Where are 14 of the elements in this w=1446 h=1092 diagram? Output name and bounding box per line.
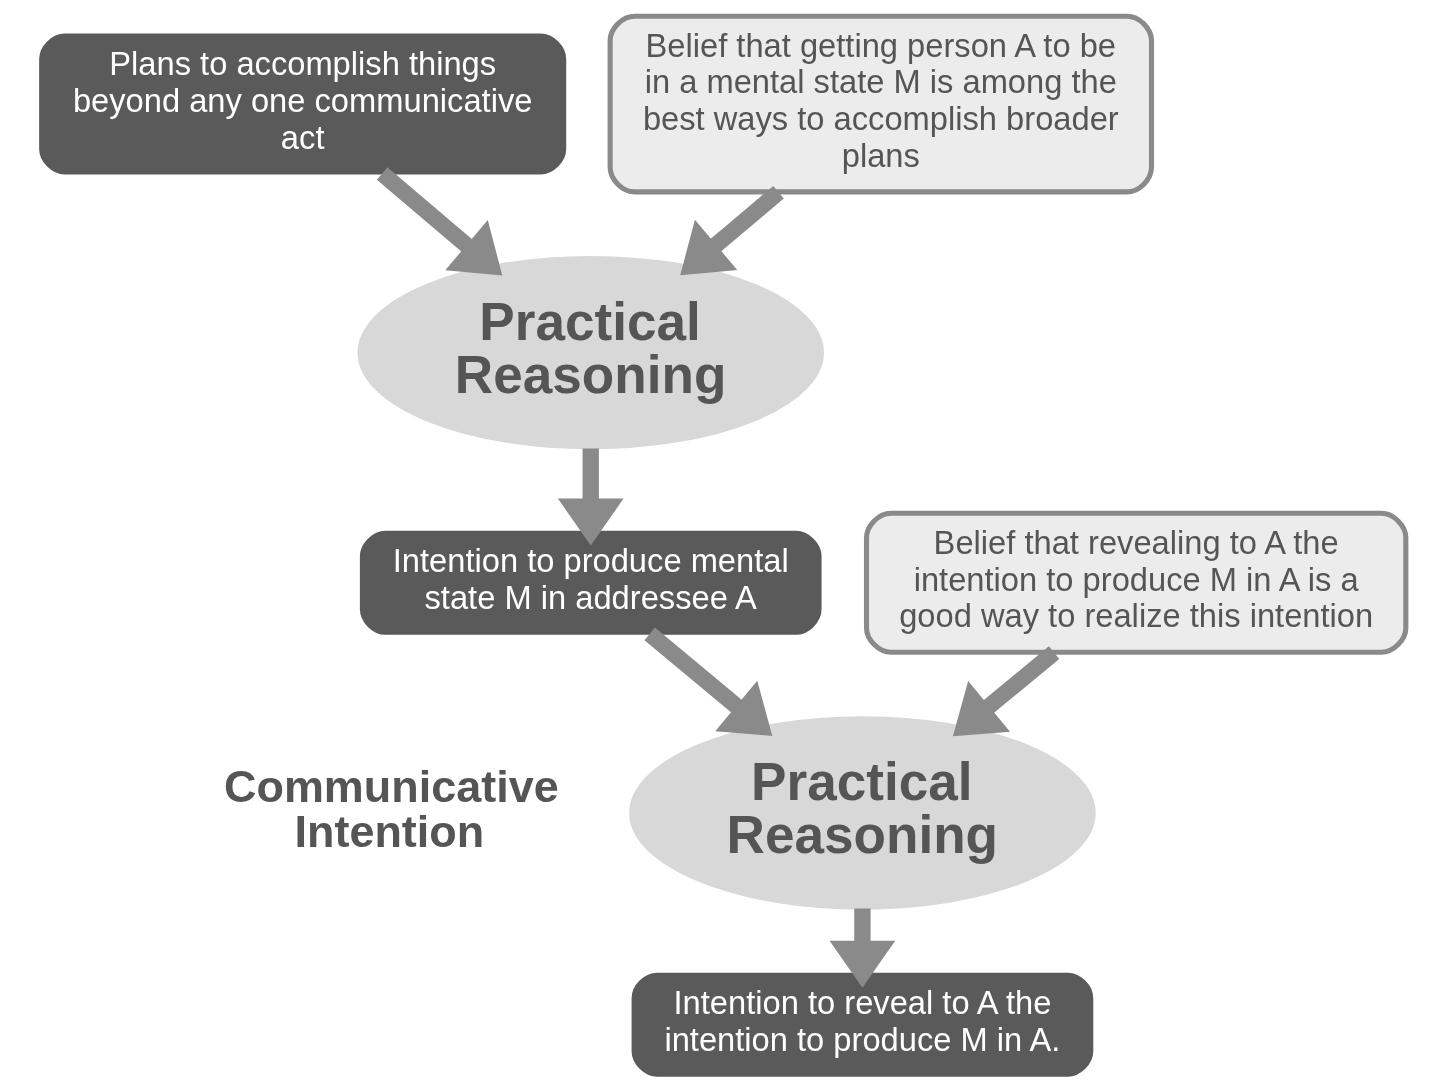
- arrow: [829, 908, 896, 988]
- arrow: [644, 627, 773, 736]
- node-box: Intention to produce mental state M in addressee A: [359, 530, 822, 635]
- label: Communicative Intention: [224, 760, 559, 857]
- node-box: Belief that revealing to A the intention to produce M in A is a good way to realize this intention: [863, 510, 1409, 655]
- arrow: [680, 186, 784, 276]
- node-box: Belief that getting person A to be in a mental state M is among the best ways to accomplish broader plans: [607, 13, 1155, 195]
- arrow: [952, 646, 1060, 737]
- node-ellipse: Practical Reasoning: [357, 255, 824, 450]
- arrow: [376, 167, 503, 276]
- node-box: Intention to reveal to A the intention to produce M in A.: [631, 972, 1094, 1077]
- node-box: Plans to accomplish things beyond any one communicative act: [39, 33, 567, 175]
- node-ellipse: Practical Reasoning: [629, 716, 1096, 910]
- arrow: [557, 448, 624, 546]
